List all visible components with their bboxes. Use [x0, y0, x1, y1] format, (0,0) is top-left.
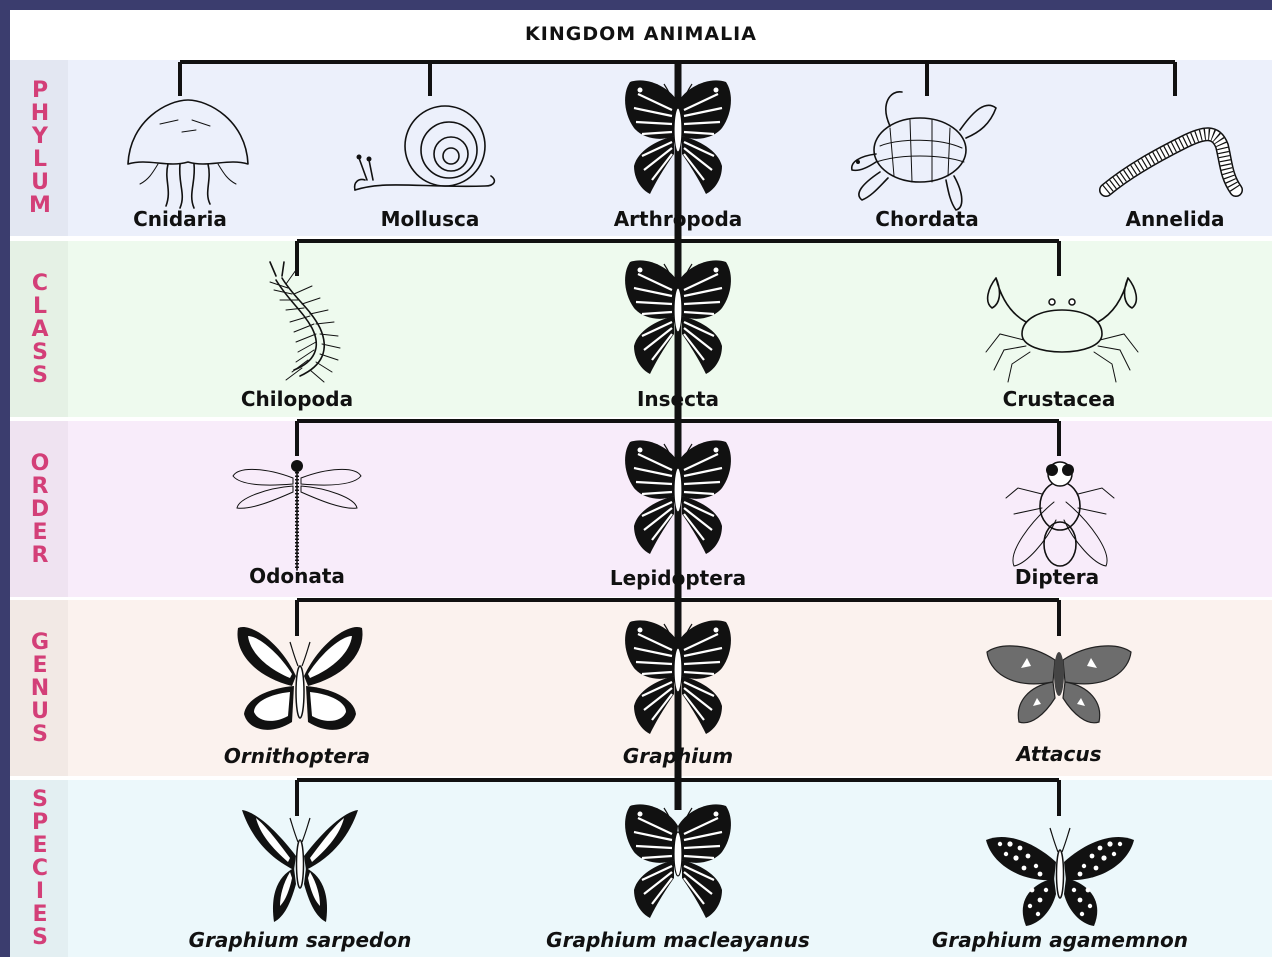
centipede-icon	[270, 262, 340, 382]
taxon-label-annelida: Annelida	[1125, 207, 1224, 231]
taxon-label-crustacea: Crustacea	[1003, 387, 1116, 411]
worm-icon	[1106, 134, 1236, 190]
taxon-label-arthropoda: Arthropoda	[614, 207, 743, 231]
jellyfish-icon	[128, 100, 248, 208]
taxon-label-chilopoda: Chilopoda	[241, 387, 353, 411]
taxon-label-ornithoptera: Ornithoptera	[224, 744, 370, 768]
crab-icon	[986, 278, 1138, 382]
taxon-label-mollusca: Mollusca	[381, 207, 480, 231]
taxon-label-odonata: Odonata	[249, 564, 345, 588]
atlas-moth-icon	[987, 646, 1131, 723]
taxon-label-chordata: Chordata	[875, 207, 978, 231]
turtle-icon	[852, 92, 996, 210]
taxon-label-diptera: Diptera	[1015, 565, 1099, 589]
taxon-label-attacus: Attacus	[1015, 742, 1102, 766]
taxon-label-graphium-macleayanus: Graphium macleayanus	[546, 928, 810, 952]
taxon-label-graphium-sarpedon: Graphium sarpedon	[189, 928, 412, 952]
taxonomy-tree: Cnidaria Mollusca Arthropoda Chordata An…	[10, 10, 1272, 957]
butterfly-icon	[625, 804, 731, 918]
taxon-label-graphium: Graphium	[623, 744, 733, 768]
snail-icon	[355, 106, 495, 190]
dragonfly-icon	[233, 460, 361, 570]
taxon-label-graphium-agamemnon: Graphium agamemnon	[932, 928, 1188, 952]
taxon-label-lepidoptera: Lepidoptera	[610, 566, 746, 590]
taxon-label-cnidaria: Cnidaria	[133, 207, 227, 231]
sarpedon-butterfly-icon	[242, 810, 358, 922]
agamemnon-butterfly-icon	[986, 828, 1134, 926]
birdwing-butterfly-icon	[237, 627, 362, 730]
taxon-label-insecta: Insecta	[637, 387, 719, 411]
fly-icon	[1006, 462, 1114, 566]
